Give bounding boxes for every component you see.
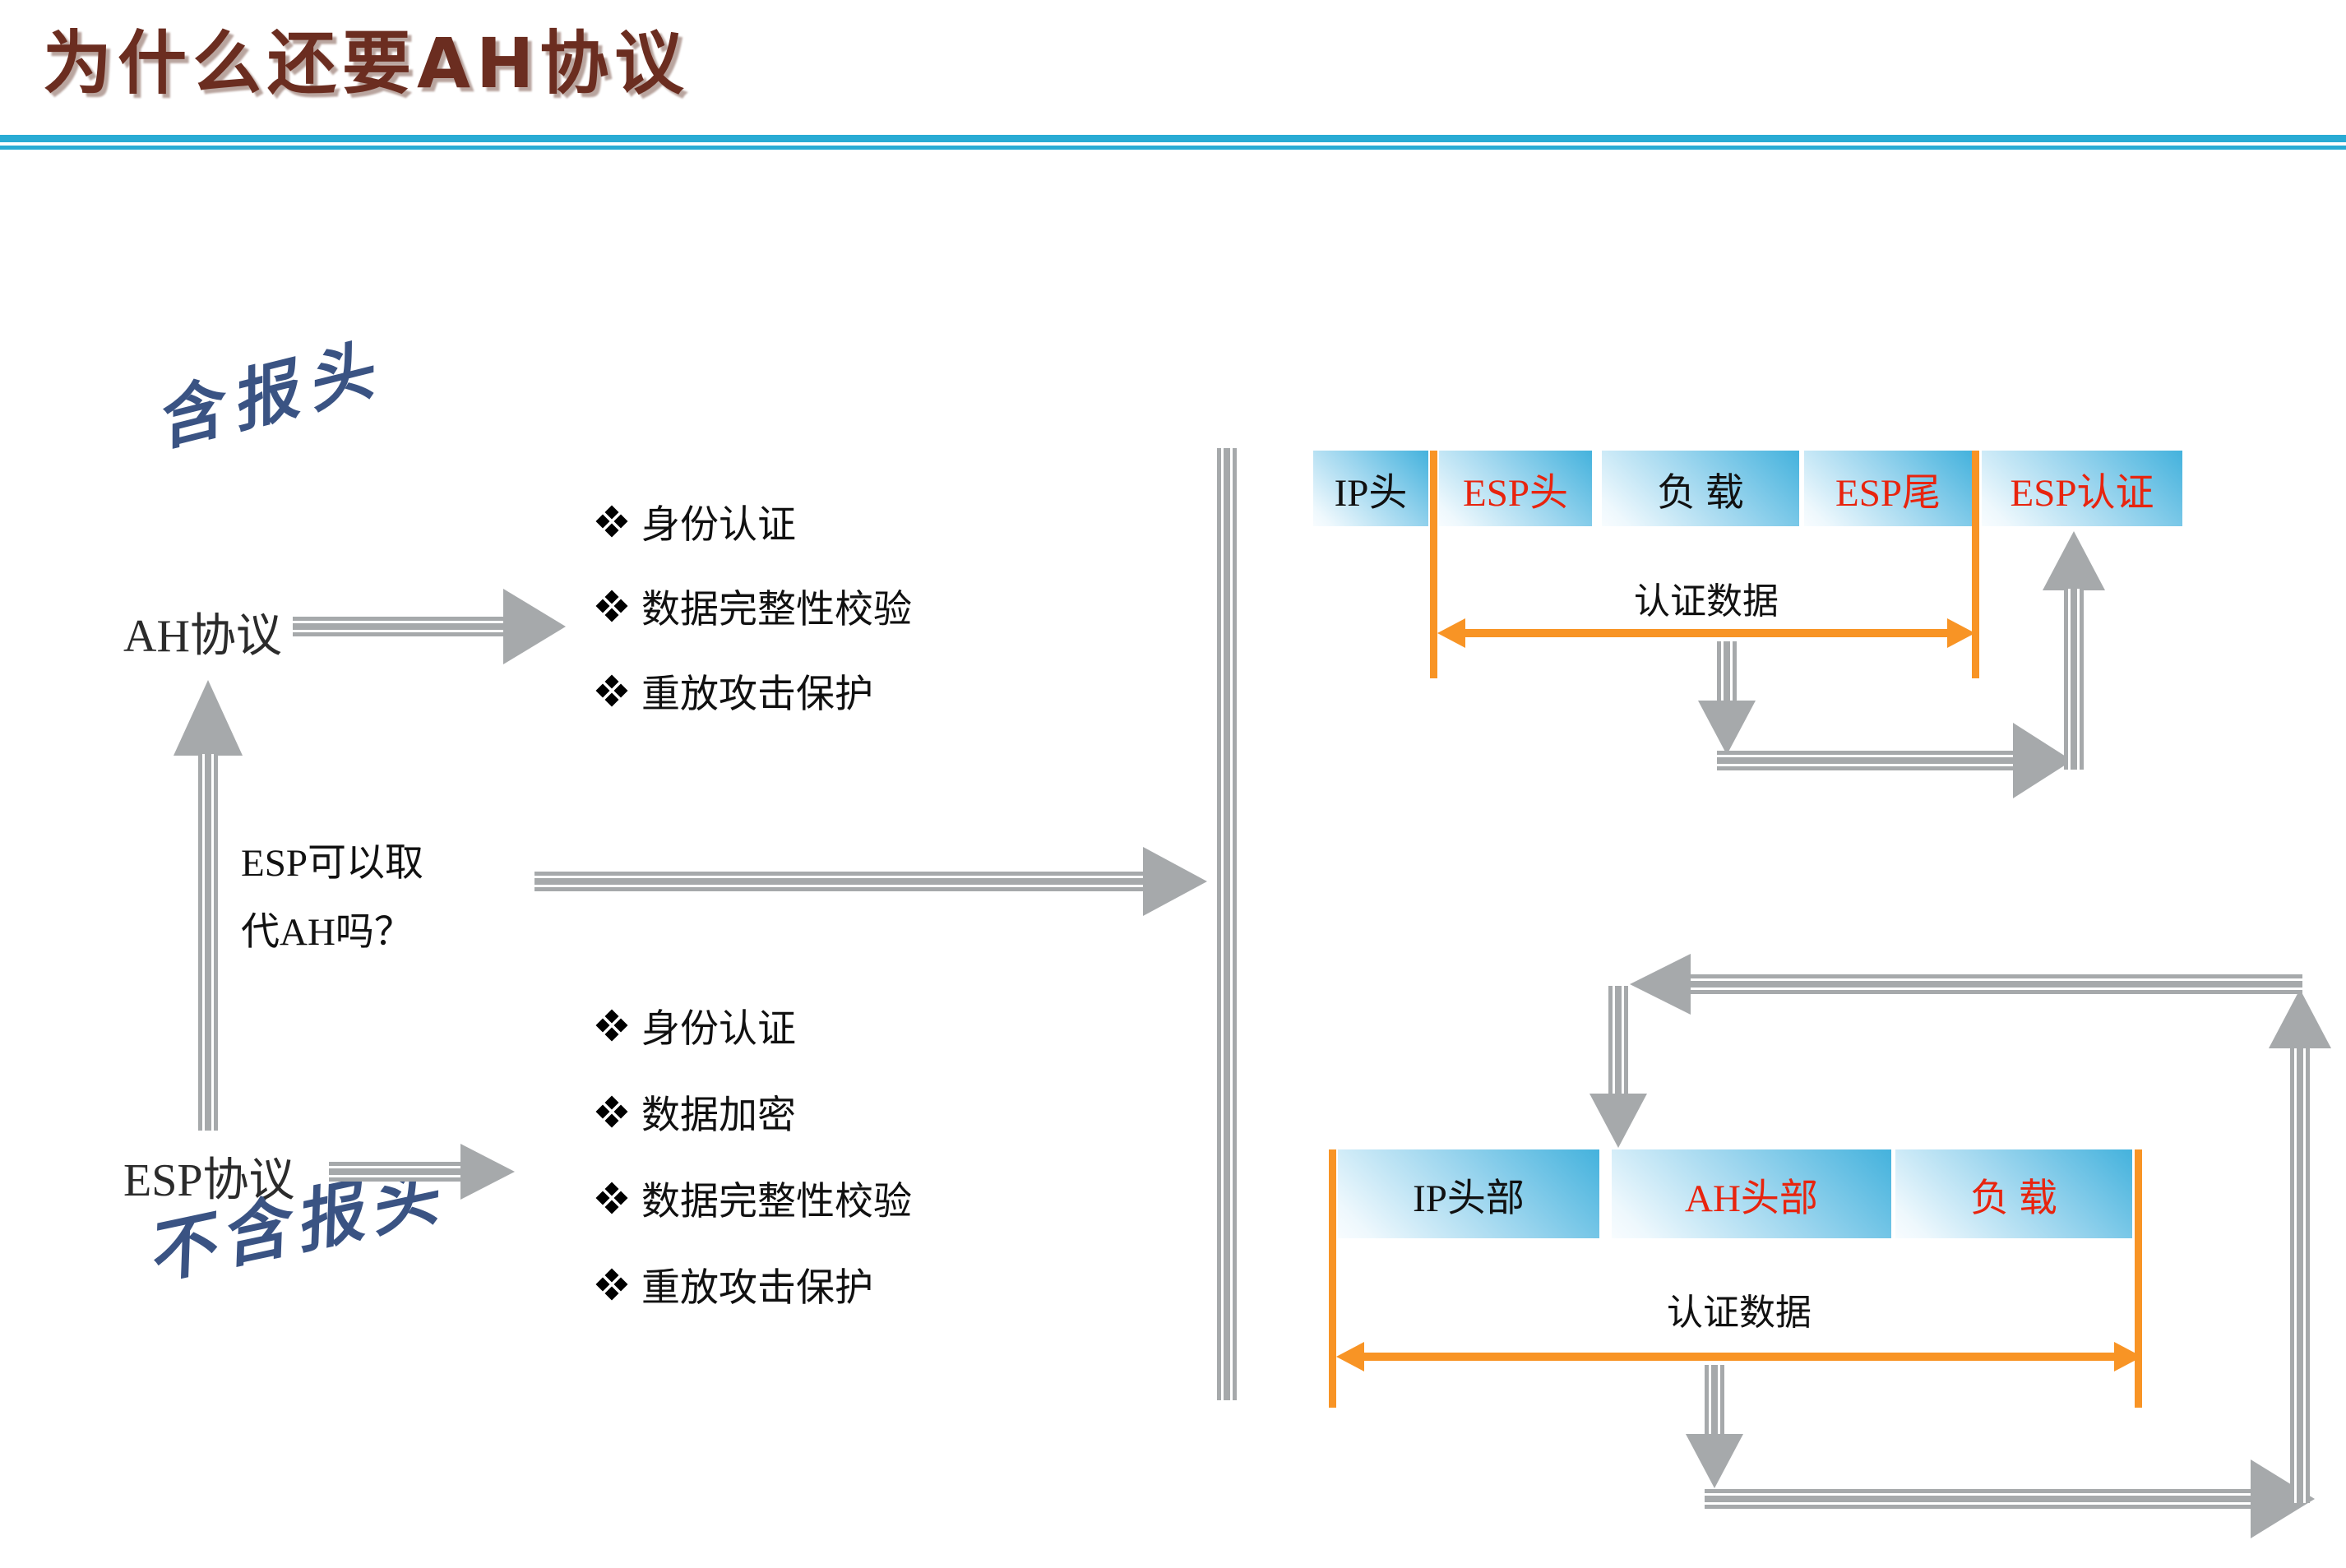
packet-cell: AH头部 xyxy=(1612,1149,1891,1238)
handwritten-note-top: 含报头 xyxy=(147,330,391,460)
esp-to-ah-arrow-head xyxy=(174,680,243,756)
packet-cell: 负 载 xyxy=(1895,1149,2132,1238)
ah-auth-data-label: 认证数据 xyxy=(1667,1293,1812,1333)
ah-packet-orange-bar-left xyxy=(1329,1149,1336,1408)
ah-arrow-head xyxy=(503,589,566,664)
ah-auth-data-arrow xyxy=(1336,1342,2142,1371)
feature-item: 数据完整性校验 xyxy=(595,563,912,648)
vertical-divider-line xyxy=(1217,448,1237,1400)
ah-flow-left-head xyxy=(1630,954,1691,1015)
feature-item: 数据加密 xyxy=(595,1068,912,1154)
esp-flow-up-head xyxy=(2043,531,2105,590)
feature-item: 数据完整性校验 xyxy=(595,1154,912,1241)
esp-flow-down-line xyxy=(1717,641,1737,702)
diamond-bullet-icon xyxy=(595,674,628,706)
ah-flow-down-head xyxy=(1686,1434,1743,1488)
question-arrow-head xyxy=(1143,847,1207,916)
diamond-bullet-icon xyxy=(595,1268,628,1300)
ah-flow-left-line xyxy=(1691,974,2302,994)
feature-text: 数据完整性校验 xyxy=(641,1181,912,1223)
orange-arrow-right-head xyxy=(1947,618,1975,648)
packet-cell: ESP尾 xyxy=(1804,451,1972,526)
diamond-bullet-icon xyxy=(595,1182,628,1214)
orange-arrow-left-head xyxy=(1336,1342,1364,1371)
packet-cell: IP头部 xyxy=(1338,1149,1599,1238)
orange-arrow-body xyxy=(1462,629,1950,637)
orange-arrow-right-head xyxy=(2114,1342,2142,1371)
feature-text: 数据完整性校验 xyxy=(641,589,912,631)
feature-text: 身份认证 xyxy=(641,1008,796,1051)
divider-line-thin xyxy=(0,146,2346,150)
diamond-bullet-icon xyxy=(595,590,628,622)
diamond-bullet-icon xyxy=(595,1009,628,1041)
esp-arrow-line xyxy=(329,1162,460,1182)
question-line-2: 代AH吗？ xyxy=(241,911,413,954)
orange-arrow-body xyxy=(1361,1353,2117,1361)
ah-flow-into-header-head xyxy=(1589,1094,1647,1148)
question-arrow-line xyxy=(534,872,1143,891)
packet-cell: ESP认证 xyxy=(1982,451,2182,526)
ah-protocol-label: AH协议 xyxy=(123,611,282,662)
feature-item: 身份认证 xyxy=(595,982,912,1068)
orange-arrow-left-head xyxy=(1437,618,1465,648)
feature-item: 重放攻击保护 xyxy=(595,648,912,733)
esp-packet-orange-bar-left xyxy=(1430,451,1437,678)
esp-flow-right-head xyxy=(2013,723,2072,798)
ah-flow-into-header-line xyxy=(1608,986,1628,1094)
esp-flow-right-line xyxy=(1717,751,2013,770)
question-text: ESP可以取 代AH吗？ xyxy=(241,829,423,967)
esp-flow-up-line xyxy=(2064,589,2084,770)
feature-text: 数据加密 xyxy=(641,1094,796,1137)
ah-flow-up-head xyxy=(2269,989,2331,1048)
esp-flow-down-head xyxy=(1698,701,1756,755)
diamond-bullet-icon xyxy=(595,1095,628,1127)
packet-cell: IP头 xyxy=(1313,451,1428,526)
esp-auth-data-arrow xyxy=(1437,618,1975,648)
esp-feature-list: 身份认证数据加密数据完整性校验重放攻击保护 xyxy=(595,982,912,1327)
feature-text: 重放攻击保护 xyxy=(641,1267,873,1310)
esp-auth-data-label: 认证数据 xyxy=(1634,581,1779,622)
question-line-1: ESP可以取 xyxy=(241,842,423,885)
divider-line-thick xyxy=(0,135,2346,142)
page-title: 为什么还要AH协议 xyxy=(43,23,690,104)
esp-packet-orange-bar-right xyxy=(1972,451,1979,678)
ah-flow-down-line xyxy=(1705,1365,1724,1436)
feature-text: 重放攻击保护 xyxy=(641,673,873,716)
diamond-bullet-icon xyxy=(595,505,628,537)
ah-packet-orange-bar-right xyxy=(2135,1149,2142,1408)
feature-item: 身份认证 xyxy=(595,479,912,563)
feature-text: 身份认证 xyxy=(641,504,796,547)
ah-flow-right-line xyxy=(1705,1489,2251,1509)
esp-protocol-label: ESP协议 xyxy=(123,1155,295,1206)
ah-feature-list: 身份认证数据完整性校验重放攻击保护 xyxy=(595,479,912,733)
esp-arrow-head xyxy=(460,1144,515,1200)
packet-cell: 负 载 xyxy=(1602,451,1799,526)
esp-to-ah-arrow-line xyxy=(198,754,218,1131)
feature-item: 重放攻击保护 xyxy=(595,1241,912,1327)
ah-arrow-line xyxy=(293,617,503,636)
ah-flow-up-line xyxy=(2290,1048,2310,1503)
packet-cell: ESP头 xyxy=(1439,451,1592,526)
